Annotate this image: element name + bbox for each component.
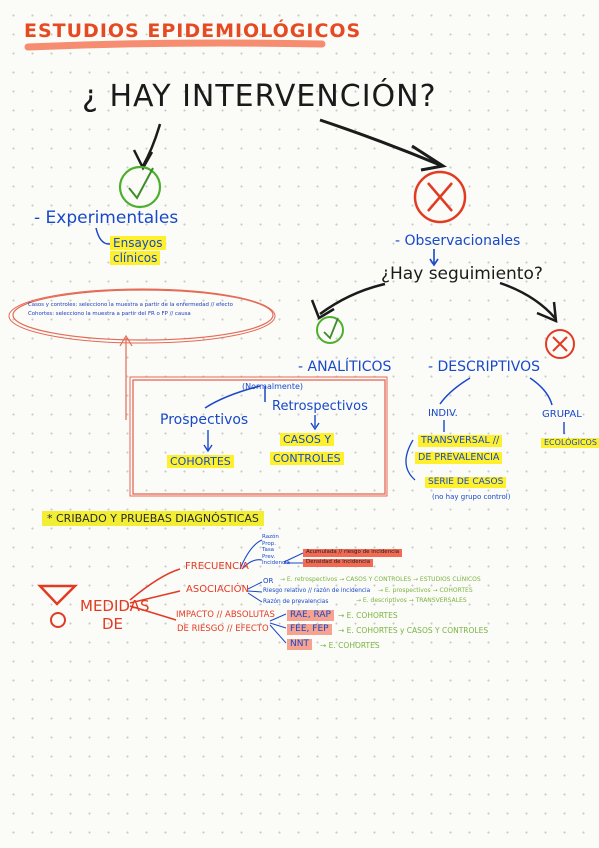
descriptivos-label: - DESCRIPTIVOS xyxy=(428,359,541,375)
retrospectivos-label: Retrospectivos xyxy=(272,399,368,414)
or-text: → E. retrospectivos → CASOS Y CONTROLES … xyxy=(280,576,481,583)
freq-tasa: Tasa xyxy=(262,547,275,553)
rae-text: → E. COHORTES xyxy=(338,611,398,620)
normalmente-label: (Normalmente) xyxy=(242,382,304,391)
riesgo-efecto-label: DE RIESGO // EFECTO xyxy=(177,624,269,634)
cross-circle-icon xyxy=(413,170,467,224)
observacionales-label: - Observacionales xyxy=(395,233,521,249)
razon-prev-text: → E. descriptivos → TRANSVERSALES xyxy=(356,597,467,604)
cohortes-label: COHORTES xyxy=(167,455,234,468)
check-circle-icon xyxy=(118,165,162,209)
small-cross-icon xyxy=(545,329,575,359)
rr-text: → E. prospectivos → COHORTES xyxy=(378,587,473,594)
note-line-cohortes: Cohortes: selecciono la muestra a partir… xyxy=(28,310,191,317)
ensayos-label: Ensayos xyxy=(110,236,166,250)
experimentales-label: - Experimentales xyxy=(34,208,179,228)
de-label: DE xyxy=(102,615,124,633)
note-box: Casos y controles: selecciono la muestra… xyxy=(28,301,258,318)
casos-label: CASOS Y xyxy=(280,433,335,446)
clinicos-label: clínicos xyxy=(110,251,161,265)
serie-casos-label: SERIE DE CASOS xyxy=(425,477,507,488)
ecologicos-label: ECOLÓGICOS xyxy=(541,438,599,448)
nnt-label: NNT xyxy=(287,639,312,650)
rae-rap-label: RAE, RAP xyxy=(287,610,334,621)
impacto-label: IMPACTO // ABSOLUTAS xyxy=(176,610,275,620)
question-seguimiento: ¿Hay seguimiento? xyxy=(381,264,543,284)
densidad-incidencia: Densidad de incidencia xyxy=(303,559,374,567)
prospectivos-label: Prospectivos xyxy=(160,412,249,428)
freq-prop: Prop. xyxy=(262,540,276,547)
page-title: ESTUDIOS EPIDEMIOLÓGICOS xyxy=(24,20,362,42)
rr-label: Riesgo relativo // razón de incidencia xyxy=(263,588,371,594)
medidas-label: MEDIDAS xyxy=(80,597,150,615)
question-intervention: ¿ HAY INTERVENCIÓN? xyxy=(82,79,437,114)
fee-text: → E. COHORTES y CASOS Y CONTROLES xyxy=(338,626,489,635)
freq-incidencia: Incidencia xyxy=(262,560,290,566)
small-check-icon xyxy=(316,316,344,344)
serie-note-label: (no hay grupo control) xyxy=(432,493,511,501)
incidencia-acumulada: Acumulada // riesgo de incidencia xyxy=(303,549,403,557)
indiv-label: INDIV. xyxy=(428,408,458,419)
nnt-text: → E. COHORTES xyxy=(320,641,380,650)
controles-label: CONTROLES xyxy=(270,452,344,465)
analiticos-label: - ANALÍTICOS xyxy=(298,359,392,375)
frecuencia-label: FRECUENCIA xyxy=(185,561,249,572)
freq-razon: Razón xyxy=(262,534,279,540)
asociacion-label: ASOCIACIÓN xyxy=(186,584,249,595)
razon-prev-label: Razón de prevalencias xyxy=(263,599,329,605)
or-label: OR xyxy=(263,577,274,585)
fee-fep-label: FEE, FEP xyxy=(287,624,332,635)
grupal-label: GRUPAL xyxy=(542,409,582,420)
cribado-heading: * CRIBADO Y PRUEBAS DIAGNÓSTICAS xyxy=(42,511,264,526)
note-line-casos: Casos y controles: selecciono la muestra… xyxy=(28,302,233,308)
freq-prev: Prev. xyxy=(262,553,276,560)
freq-items: Razón Prop. Tasa Prev. Incidencia xyxy=(262,534,292,567)
prevalencia-label: DE PREVALENCIA xyxy=(415,452,503,464)
transversal-label: TRANSVERSAL // xyxy=(418,435,503,447)
